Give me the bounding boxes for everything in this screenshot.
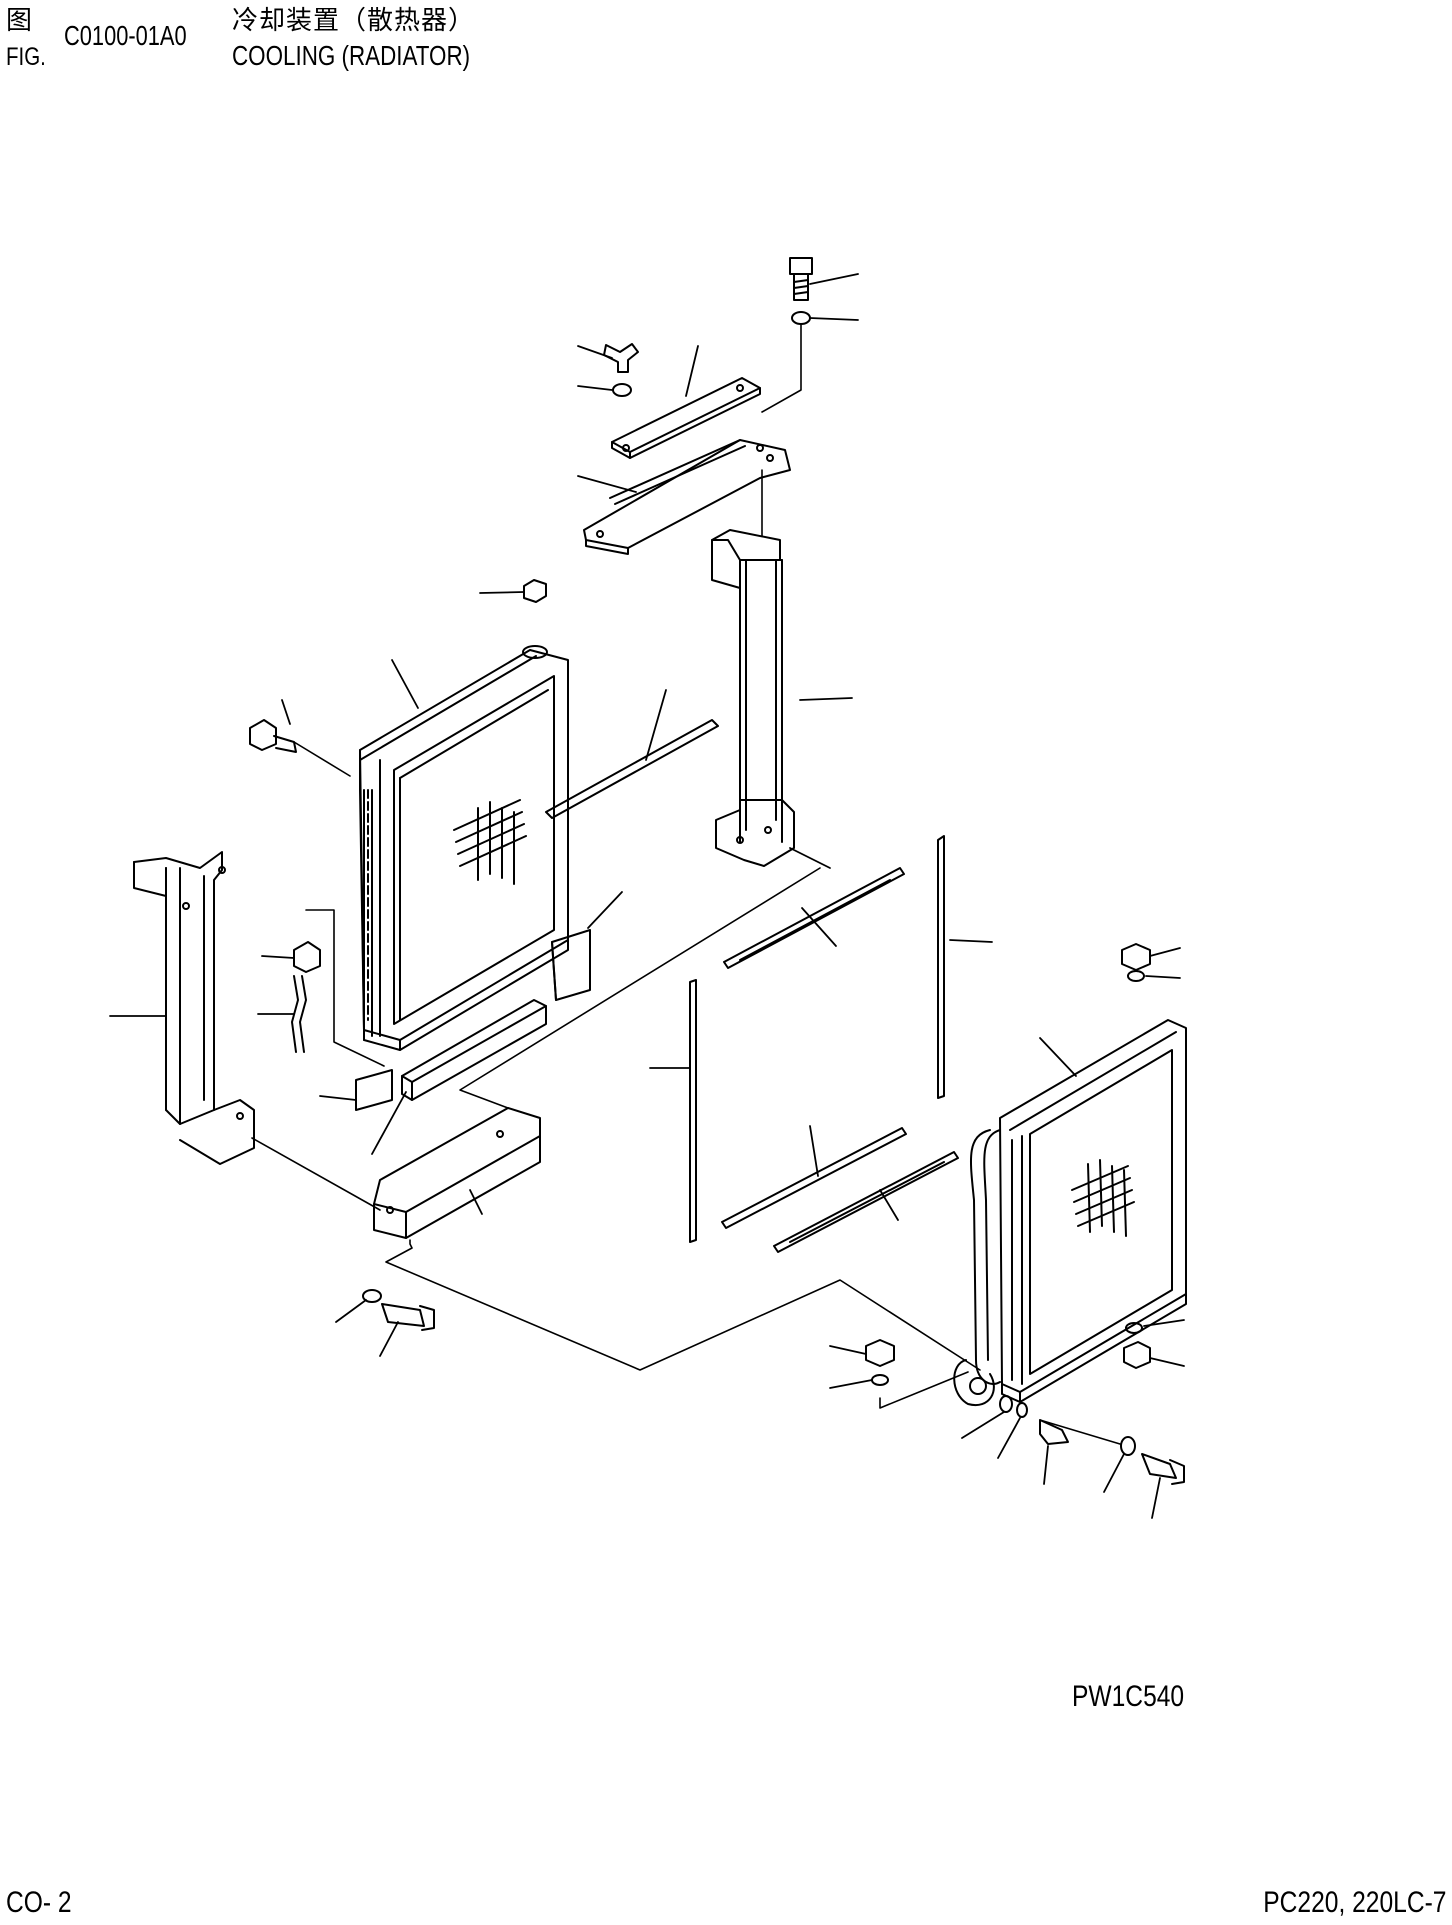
fig-label-en: FIG. [6, 43, 46, 71]
bottom-angle-bracket [374, 1108, 540, 1238]
drawing-code: PW1C540 [1072, 1680, 1185, 1713]
seal-strip-upper-diagonal [724, 868, 904, 968]
bottom-washer [363, 1290, 381, 1302]
foam-block-upper [552, 930, 590, 1000]
foam-strip-lower [402, 1000, 546, 1100]
drain-oring-left [872, 1375, 888, 1385]
foam-block-small [356, 1070, 392, 1110]
leader-lines [110, 274, 1184, 1518]
cooler-cap-top [1122, 944, 1150, 970]
cooler-oring-top [1128, 971, 1144, 981]
seal-strip-lower-diagonal-1 [722, 1128, 906, 1228]
outlet-oring-2 [1017, 1403, 1027, 1417]
top-washer [792, 312, 810, 324]
cooler-plug-lower [1124, 1342, 1150, 1368]
hose [292, 976, 306, 1052]
title-en: COOLING (RADIATOR) [232, 40, 471, 71]
top-support-bracket [584, 440, 790, 554]
seal-strip-vertical-left [690, 980, 696, 1242]
seal-strip-lower-diagonal-2 [774, 1152, 958, 1252]
outlet-oring-1 [1000, 1396, 1012, 1412]
radiator-cap [523, 580, 547, 658]
right-column-support [712, 530, 794, 866]
radiator-core [360, 650, 568, 1050]
title-cn: 冷却装置（散热器） [232, 6, 476, 36]
wing-washer [613, 384, 631, 396]
oil-cooler [954, 1020, 1186, 1405]
bottom-bolt [382, 1304, 434, 1330]
drain-plug-left [866, 1340, 894, 1366]
left-column-support [134, 852, 254, 1164]
cooler-bolt [1142, 1454, 1184, 1484]
assembly-path-lines [252, 324, 1120, 1444]
radiator-side-stay [546, 720, 718, 818]
seal-strip-vertical-right [938, 836, 944, 1098]
top-cover-plate [612, 378, 760, 458]
model-number: PC220, 220LC-7 [1262, 1886, 1446, 1919]
figure-number: C0100-01A0 [64, 20, 187, 51]
hose-clamp [294, 942, 320, 972]
fig-label-cn: 图 [6, 6, 33, 36]
cooler-bolt-washer [1121, 1437, 1135, 1455]
top-bolt [790, 258, 812, 300]
radiator-mount-bolt [250, 720, 296, 752]
cooler-oring-lower [1126, 1323, 1142, 1333]
outlet-elbow [1040, 1420, 1068, 1444]
wing-bolt [604, 344, 638, 372]
page-number: CO- 2 [6, 1886, 72, 1919]
